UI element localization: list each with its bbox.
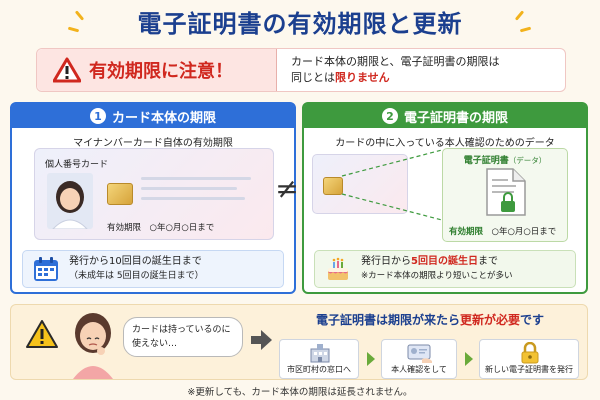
warning-banner: 有効期限に注意！ カード本体の期限と、電子証明書の期限は 同じとは限りません [36,48,566,92]
arrow-right-icon [251,330,272,350]
small-card-illustration [312,154,408,214]
id-card-hand-icon [407,344,432,363]
card-expiry-panel: 1 カード本体の期限 マイナンバーカード自体の有効期限 個人番号カード 有効期限… [10,102,296,294]
renewal-section: カードは持っているのに 使えない… 電子証明書は期限が来たら更新が必要です 市区… [10,304,588,380]
ic-chip-icon [107,183,133,205]
certificate-expiry-note: 発行日から5回目の誕生日まで ※カード本体の期限より短いことが多い [314,250,576,288]
ic-chip-icon [323,177,343,195]
renewal-headline-suffix: です [520,313,545,327]
card-line [141,177,251,180]
person-photo-icon [47,173,93,229]
warning-text-line1: カード本体の期限と、電子証明書の期限は [291,55,500,68]
step-label: 新しい電子証明書を発行 [485,365,573,374]
renewal-headline-prefix: 電子証明書は期限が来たら [315,313,460,327]
card-expiry-note: 発行から10回目の誕生日まで （未成年は 5回目の誕生日まで） [22,250,284,288]
warning-label-box: 有効期限に注意！ [37,49,277,91]
footnote: ※更新しても、カード本体の期限は延長されません。 [187,387,413,398]
certificate-expiry-label: 有効期限 [449,227,484,237]
warning-text-prefix: 同じとは [291,71,335,84]
panel-subtitle: カードの中に入っている本人確認のためのデータ [335,138,555,149]
panel-number-badge: 2 [381,108,398,124]
warning-label: 有効期限に注意！ [89,61,233,82]
card-expiry-value: ○年○月○日まで [149,223,215,233]
panel-heading: 2 電子証明書の期限 [304,104,586,128]
not-equal-symbol: ≠ [275,172,299,205]
card-expiry-label: 有効期限 [107,223,142,233]
certificate-title: 電子証明書（データ） [443,153,567,166]
id-card-illustration: 個人番号カード 有効期限 ○年○月○日まで [34,148,274,240]
step-label: 本人確認をして [391,365,447,374]
panel-heading-text: 電子証明書の期限 [403,110,508,126]
speech-line1: カードは持っているのに [132,325,231,335]
step-city-office: 市区町村の窓口へ [279,339,359,379]
certificate-note-line1: 発行日から5回目の誕生日まで [361,255,512,269]
calendar-icon [34,257,58,281]
card-line [141,187,237,190]
page-title: 電子証明書の有効期限と更新 [137,10,463,38]
step-identity-check: 本人確認をして [381,339,457,379]
certificate-document-icon [486,168,526,216]
step-new-certificate: 新しい電子証明書を発行 [479,339,579,379]
card-line [141,197,245,200]
panel-heading-text: カード本体の期限 [111,110,216,126]
speech-bubble: カードは持っているのに 使えない… [123,317,243,357]
certificate-note-line2: ※カード本体の期限より短いことが多い [361,271,513,281]
certificate-title-text: 電子証明書 [463,156,509,166]
warning-icon [53,57,81,83]
certificate-expiry-panel: 2 電子証明書の期限 カードの中に入っている本人確認のためのデータ 電子証明書（… [302,102,588,294]
city-hall-icon [310,344,330,363]
connector-lines [341,149,443,221]
certificate-title-note: （データ） [508,156,547,165]
warning-text-emph: 限りません [335,71,390,84]
renewal-headline-emph: 更新が必要 [459,313,520,327]
renewal-headline: 電子証明書は期限が来たら更新が必要です [277,311,583,328]
step-arrow-icon [367,352,375,366]
warning-text-line2: 同じとは限りません [291,70,500,86]
panel-subtitle: マイナンバーカード自体の有効期限 [73,138,233,149]
card-expiry: 有効期限 ○年○月○日まで [107,221,214,233]
caution-icon [26,320,58,348]
speech-line2: 使えない… [132,339,178,349]
certificate-expiry: 有効期限 ○年○月○日まで [449,225,556,237]
worried-person-icon [73,313,113,379]
birthday-cake-icon [328,257,348,280]
certificate-data-box: 電子証明書（データ） 有効期限 ○年○月○日まで [442,148,568,242]
cert-note-suffix: まで [477,256,498,267]
warning-text: カード本体の期限と、電子証明書の期限は 同じとは限りません [277,54,500,86]
panel-number-badge: 1 [89,108,106,124]
cert-note-prefix: 発行日から [361,256,411,267]
certificate-expiry-value: ○年○月○日まで [491,227,557,237]
step-arrow-icon [465,352,473,366]
cert-note-emph: 5回目の誕生日 [411,256,478,267]
step-label: 市区町村の窓口へ [287,365,351,374]
padlock-icon [521,342,539,364]
card-note-line2: （未成年は 5回目の誕生日まで） [69,271,204,281]
panel-heading: 1 カード本体の期限 [12,104,294,128]
card-note-line1: 発行から10回目の誕生日まで [69,256,202,267]
card-label: 個人番号カード [45,160,109,170]
